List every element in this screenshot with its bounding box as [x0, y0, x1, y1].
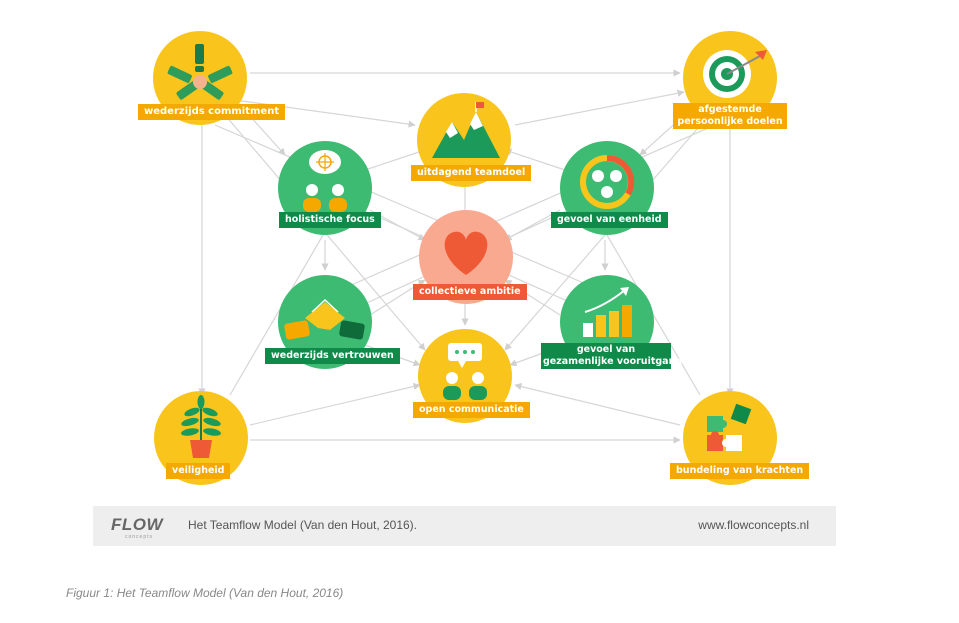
label-gezamenlijke-vooruitgang: gevoel van gezamenlijke vooruitgang [541, 343, 683, 369]
plant-icon [181, 395, 221, 458]
label-gezamenlijke-vooruitgang-line1: gevoel van [576, 344, 636, 355]
people-crosshair-icon [303, 150, 347, 212]
growth-chart-icon [583, 287, 632, 337]
label-gezamenlijke-vooruitgang-line2: gezamenlijke vooruitgang [543, 356, 683, 367]
flow-logo: FLOW [111, 515, 164, 534]
circle-holistisch [278, 141, 372, 235]
mountain-flag-icon [432, 102, 500, 158]
puzzle-icon [707, 403, 752, 451]
label-wederzijds-vertrouwen: wederzijds vertrouwen [265, 348, 400, 364]
label-holistische-focus: holistische focus [279, 212, 381, 228]
label-uitdagend-teamdoel: uitdagend teamdoel [411, 165, 532, 181]
footer-url: www.flowconcepts.nl [698, 518, 809, 532]
label-afgestemde-doelen-line1: afgestemde [698, 104, 762, 115]
hands-together-icon [167, 44, 233, 100]
footer-bar: FLOW concepts Het Teamflow Model (Van de… [93, 506, 836, 546]
flow-logo-sub: concepts [125, 534, 154, 540]
label-open-communicatie: open communicatie [413, 402, 530, 418]
footer-title: Het Teamflow Model (Van den Hout, 2016). [188, 518, 418, 532]
label-afgestemde-doelen-line2: persoonlijke doelen [677, 116, 783, 127]
circle-communicatie [418, 329, 512, 423]
people-circle-icon [580, 154, 635, 209]
label-collectieve-ambitie: collectieve ambitie [413, 284, 527, 300]
speech-bubble-icon [443, 343, 487, 400]
label-gevoel-van-eenheid: gevoel van eenheid [551, 212, 668, 228]
label-bundeling-van-krachten: bundeling van krachten [670, 463, 810, 479]
label-veiligheid: veiligheid [166, 463, 231, 479]
heart-icon [444, 231, 488, 275]
label-afgestemde-doelen: afgestemde persoonlijke doelen [673, 103, 787, 129]
handshake-icon [284, 298, 365, 340]
target-arrow-icon [703, 50, 767, 98]
figure-caption: Figuur 1: Het Teamflow Model (Van den Ho… [66, 586, 344, 600]
label-wederzijds-commitment: wederzijds commitment [138, 104, 286, 120]
